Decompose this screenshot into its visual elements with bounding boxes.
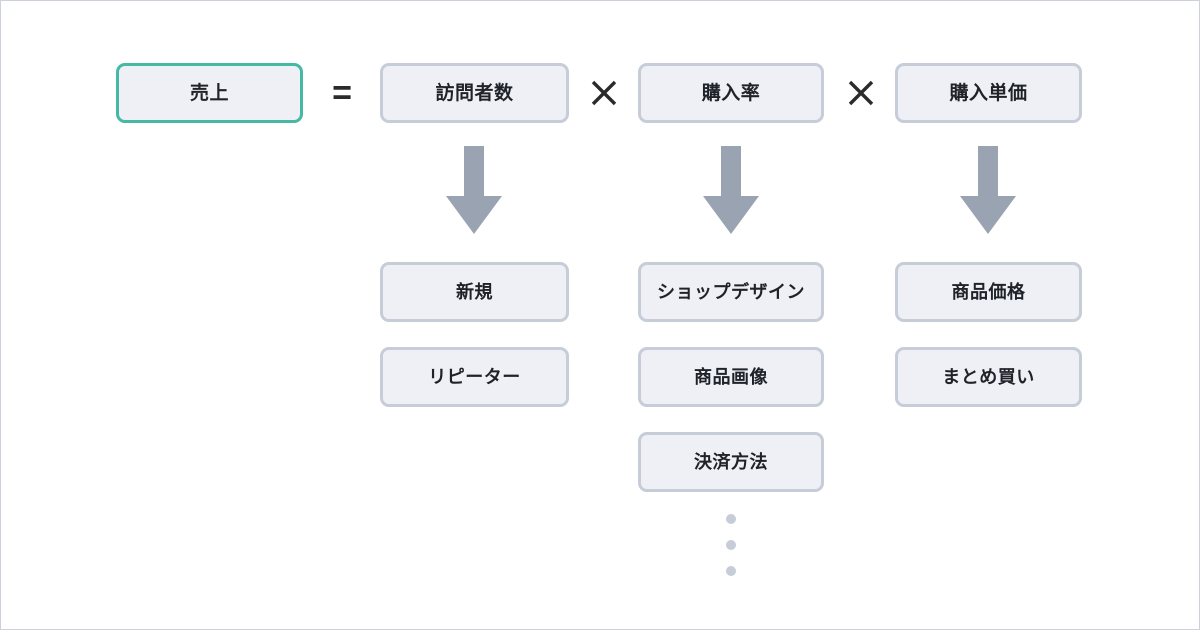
multiply-operator-2: [841, 63, 881, 123]
down-arrow-visitors: [442, 146, 506, 236]
ellipsis-dot: [726, 540, 736, 550]
factor-box-conversion-rate[interactable]: 購入率: [638, 63, 824, 123]
ellipsis-dots-conversion: [726, 514, 736, 576]
down-arrow-conversion-rate: [699, 146, 763, 236]
formula-result-box[interactable]: 売上: [116, 63, 303, 123]
breakdown-box-conversion-2[interactable]: 商品画像: [638, 347, 824, 407]
arrow-down-icon: [703, 146, 759, 234]
multiply-icon: [591, 80, 617, 106]
ellipsis-dot: [726, 514, 736, 524]
factor-label-conversion-rate: 購入率: [701, 82, 761, 104]
breakdown-label-visitors-1: 新規: [456, 282, 493, 302]
equals-glyph: =: [332, 74, 352, 112]
breakdown-label-unitprice-1: 商品価格: [951, 282, 1026, 302]
equals-operator: =: [322, 63, 362, 123]
factor-label-unit-price: 購入単価: [949, 82, 1028, 104]
breakdown-label-visitors-2: リピーター: [428, 367, 521, 387]
multiply-operator-1: [584, 63, 624, 123]
breakdown-label-unitprice-2: まとめ買い: [942, 367, 1035, 387]
breakdown-box-visitors-2[interactable]: リピーター: [380, 347, 569, 407]
breakdown-box-unitprice-2[interactable]: まとめ買い: [895, 347, 1082, 407]
formula-result-label: 売上: [189, 82, 229, 104]
ellipsis-dot: [726, 566, 736, 576]
breakdown-label-conversion-1: ショップデザイン: [657, 282, 805, 302]
factor-label-visitors: 訪問者数: [435, 82, 514, 104]
breakdown-box-conversion-3[interactable]: 決済方法: [638, 432, 824, 492]
multiply-icon: [848, 80, 874, 106]
breakdown-label-conversion-2: 商品画像: [694, 367, 768, 387]
down-arrow-unit-price: [956, 146, 1020, 236]
factor-box-unit-price[interactable]: 購入単価: [895, 63, 1082, 123]
factor-box-visitors[interactable]: 訪問者数: [380, 63, 569, 123]
arrow-down-icon: [446, 146, 502, 234]
breakdown-label-conversion-3: 決済方法: [694, 452, 768, 472]
breakdown-box-visitors-1[interactable]: 新規: [380, 262, 569, 322]
arrow-down-icon: [960, 146, 1016, 234]
breakdown-box-conversion-1[interactable]: ショップデザイン: [638, 262, 824, 322]
breakdown-box-unitprice-1[interactable]: 商品価格: [895, 262, 1082, 322]
